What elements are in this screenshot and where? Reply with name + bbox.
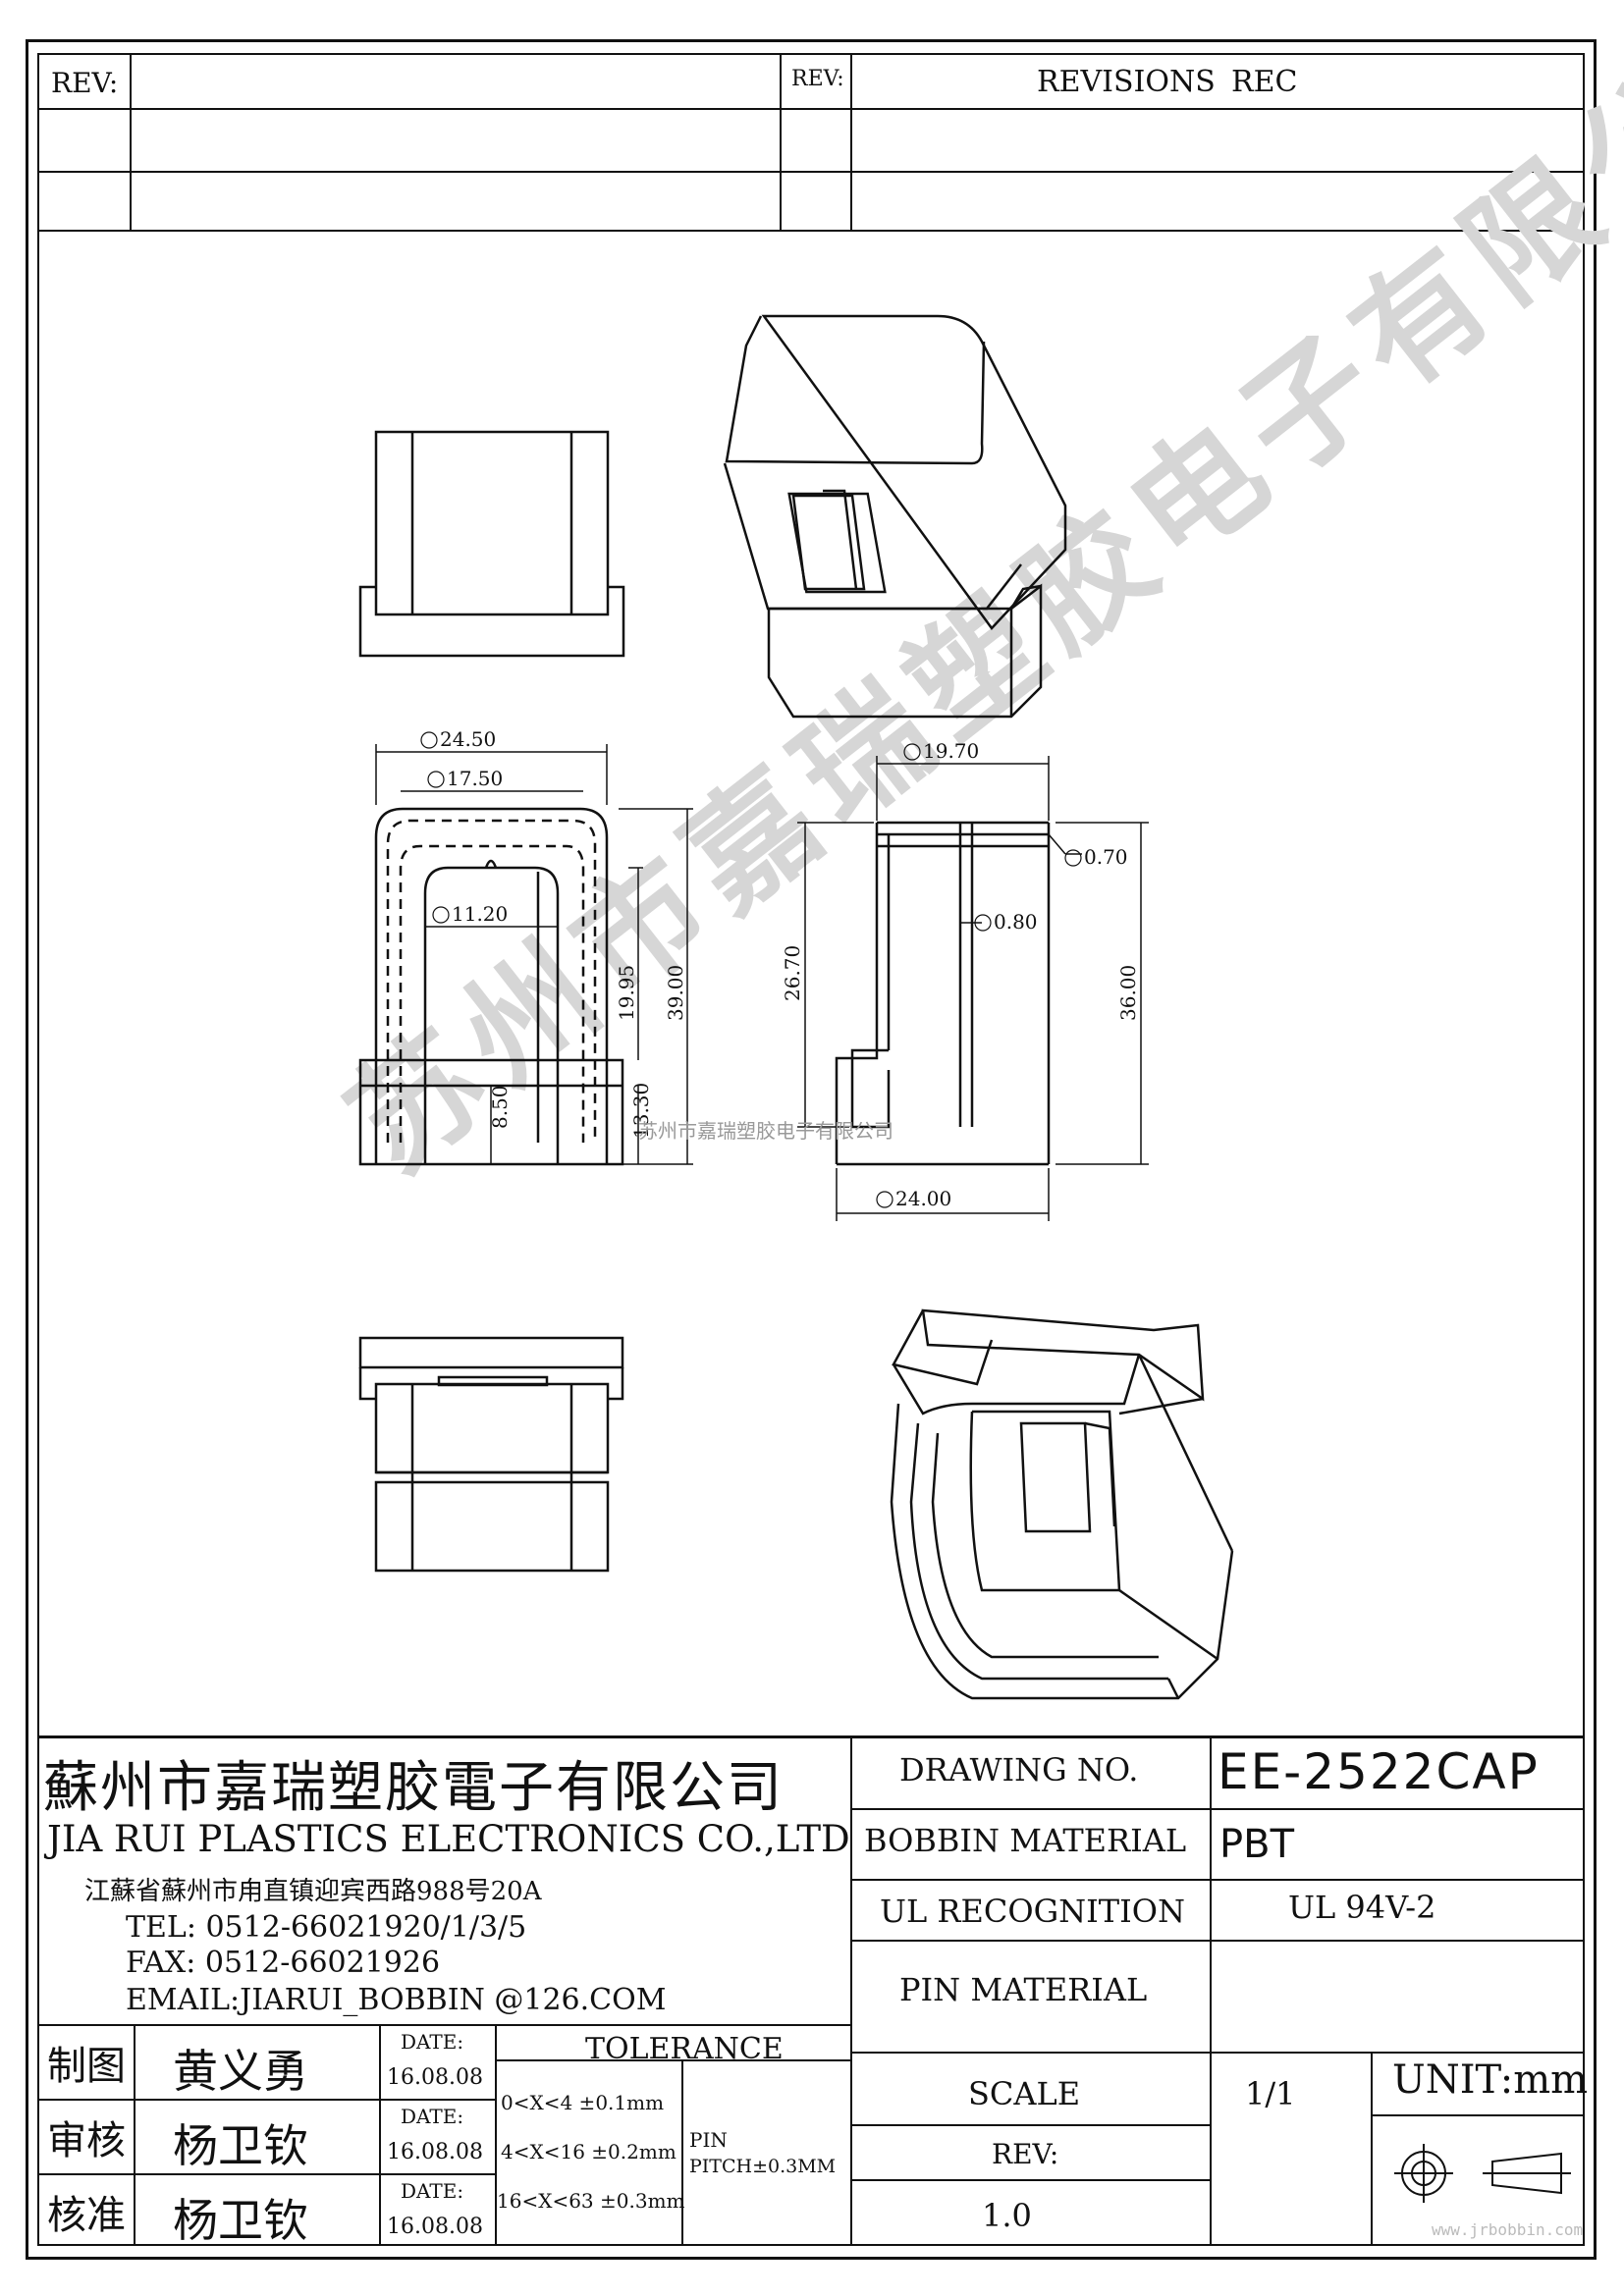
isometric-view-bottom <box>890 1308 1234 1700</box>
dim-b: 17.50 <box>447 767 503 790</box>
signoff-date-approved: 16.08.08 <box>387 2215 483 2239</box>
signoff-name-approved: 杨卫钦 <box>173 2194 308 2247</box>
projection-symbol-icon <box>1394 2144 1571 2203</box>
top-view <box>358 430 625 658</box>
company-address: 江蘇省蘇州市甪直镇迎宾西路988号20A <box>84 1877 542 1906</box>
drawing-no-value: EE-2522CAP <box>1218 1743 1540 1800</box>
company-name-en: JIA RUI PLASTICS ELECTRONICS CO.,LTD <box>47 1818 850 1860</box>
rec-header: REC <box>1231 65 1298 99</box>
rev-label: REV: <box>992 2138 1059 2170</box>
signoff-name-drawn: 黄义勇 <box>173 2045 308 2098</box>
corner-watermark: www.jrbobbin.com <box>1432 2220 1584 2239</box>
pin-label: PIN <box>689 2128 728 2152</box>
dim-circle-markers <box>420 731 1082 1208</box>
tolerance-row-2: 4<X<16 ±0.2mm <box>501 2140 677 2163</box>
signoff-date-label-checked: DATE: <box>401 2105 464 2128</box>
tolerance-row-3: 16<X<63 ±0.3mm <box>497 2189 685 2213</box>
company-email: EMAIL:JIARUI_BOBBIN @126.COM <box>126 1983 667 2017</box>
revisions-header: REVISIONS <box>1037 65 1216 99</box>
dim-f: 8.50 <box>488 1085 512 1129</box>
signoff-role-approved: 核准 <box>47 2193 126 2238</box>
signoff-date-checked: 16.08.08 <box>387 2140 483 2164</box>
watermark-small: 苏州市嘉瑞塑胶电子有限公司 <box>638 1119 893 1143</box>
company-fax: FAX: 0512-66021926 <box>126 1946 441 1980</box>
side-view <box>835 821 1051 1166</box>
bobbin-material-value: PBT <box>1219 1822 1294 1867</box>
dim-c: 11.20 <box>452 902 508 926</box>
tolerance-header: TOLERANCE <box>585 2032 784 2066</box>
signoff-name-checked: 杨卫钦 <box>173 2119 308 2172</box>
scale-label: SCALE <box>968 2075 1081 2112</box>
front-view <box>358 807 624 1166</box>
bottom-view <box>358 1336 624 1573</box>
dim-i: 26.70 <box>781 945 804 1001</box>
unit-value: UNIT:mm <box>1392 2057 1589 2103</box>
signoff-date-label-approved: DATE: <box>401 2179 464 2203</box>
pin-material-label: PIN MATERIAL <box>899 1971 1148 2008</box>
rev-label-left: REV: <box>51 67 119 99</box>
pin-pitch: PITCH±0.3MM <box>689 2156 837 2177</box>
ul-recognition-label: UL RECOGNITION <box>880 1893 1185 1930</box>
company-name-cn: 蘇州市嘉瑞塑胶電子有限公司 <box>43 1756 784 1820</box>
signoff-role-checked: 审核 <box>47 2118 126 2163</box>
dim-j: 0.70 <box>1084 845 1128 869</box>
company-tel: TEL: 0512-66021920/1/3/5 <box>126 1910 527 1945</box>
signoff-date-drawn: 16.08.08 <box>387 2065 483 2090</box>
bobbin-material-label: BOBBIN MATERIAL <box>864 1822 1187 1859</box>
dim-e: 39.00 <box>664 965 687 1021</box>
signoff-date-label-drawn: DATE: <box>401 2030 464 2054</box>
ul-recognition-value: UL 94V-2 <box>1288 1889 1436 1926</box>
rev-value: 1.0 <box>982 2197 1032 2234</box>
drawing-no-label: DRAWING NO. <box>899 1751 1139 1789</box>
signoff-role-drawn: 制图 <box>47 2044 126 2089</box>
dim-m: 24.00 <box>895 1187 951 1210</box>
dim-l: 36.00 <box>1116 965 1140 1021</box>
dim-g: 13.30 <box>629 1083 653 1139</box>
dimension-lines <box>375 744 1149 1221</box>
drawing-border-outer <box>26 39 1597 2260</box>
dim-h: 19.70 <box>923 739 979 763</box>
isometric-view-top <box>723 314 1067 719</box>
tolerance-row-1: 0<X<4 ±0.1mm <box>501 2091 665 2114</box>
dim-k: 0.80 <box>994 910 1038 934</box>
dim-d: 19.95 <box>615 965 638 1021</box>
scale-value: 1/1 <box>1245 2075 1296 2112</box>
drawing-border-inner <box>37 53 1585 2246</box>
dim-a: 24.50 <box>440 727 496 751</box>
rev-label-mid: REV: <box>791 67 844 91</box>
